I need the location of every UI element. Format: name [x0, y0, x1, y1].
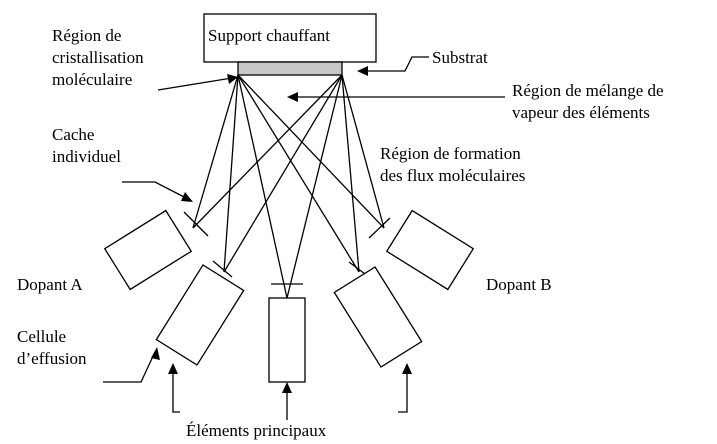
- dopant-b-label: Dopant B: [486, 275, 552, 294]
- effusion-cell-label-line2: d’effusion: [17, 349, 87, 368]
- cell-dopant-a: [103, 209, 193, 291]
- leader-elements-right: [398, 368, 408, 413]
- leader-elements-left: [172, 368, 180, 413]
- arrow-elements-center: [282, 382, 292, 393]
- substrate-label: Substrat: [432, 48, 488, 67]
- shutter-left: [212, 260, 233, 278]
- substrate-rect: [237, 61, 343, 76]
- flux-label-line2: des flux moléculaires: [380, 166, 526, 185]
- cell-dopant-b: [385, 209, 475, 291]
- arrow-elements-right: [402, 363, 412, 374]
- effusion-cell-label-line1: Cellule: [17, 327, 67, 346]
- cell-main-right: [333, 266, 423, 368]
- arrow-elements-left: [168, 363, 178, 374]
- shutter-label-line2: individuel: [52, 147, 121, 166]
- leader-substrat: [360, 56, 429, 72]
- leader-cellule: [103, 351, 156, 383]
- arrow-cellule: [151, 347, 160, 360]
- dopant-a-label: Dopant A: [17, 275, 83, 294]
- mixing-label-line1: Région de mélange de: [512, 81, 664, 100]
- arrow-substrat: [357, 66, 368, 76]
- mixing-label-line2: vapeur des éléments: [512, 103, 650, 122]
- cell-main-left: [155, 264, 245, 366]
- heater-box: [203, 13, 377, 63]
- molecular-beams: [192, 74, 385, 299]
- crystallization-label-line3: moléculaire: [52, 70, 133, 89]
- leader-cristallisation: [157, 77, 233, 91]
- heater-label: Support chauffant: [208, 26, 330, 45]
- shutter-label-line1: Cache: [52, 125, 95, 144]
- shutter-b: [368, 217, 391, 239]
- main-elements-label: Éléments principaux: [186, 421, 327, 440]
- arrow-cache: [181, 192, 193, 202]
- arrow-melange: [287, 92, 298, 102]
- crystallization-label-line2: cristallisation: [52, 48, 144, 67]
- cell-main-center: [268, 297, 306, 383]
- arrow-cristallisation: [227, 74, 238, 84]
- crystallization-label-line1: Région de: [52, 26, 122, 45]
- flux-label-line1: Région de formation: [380, 144, 521, 163]
- leader-cache: [122, 181, 189, 200]
